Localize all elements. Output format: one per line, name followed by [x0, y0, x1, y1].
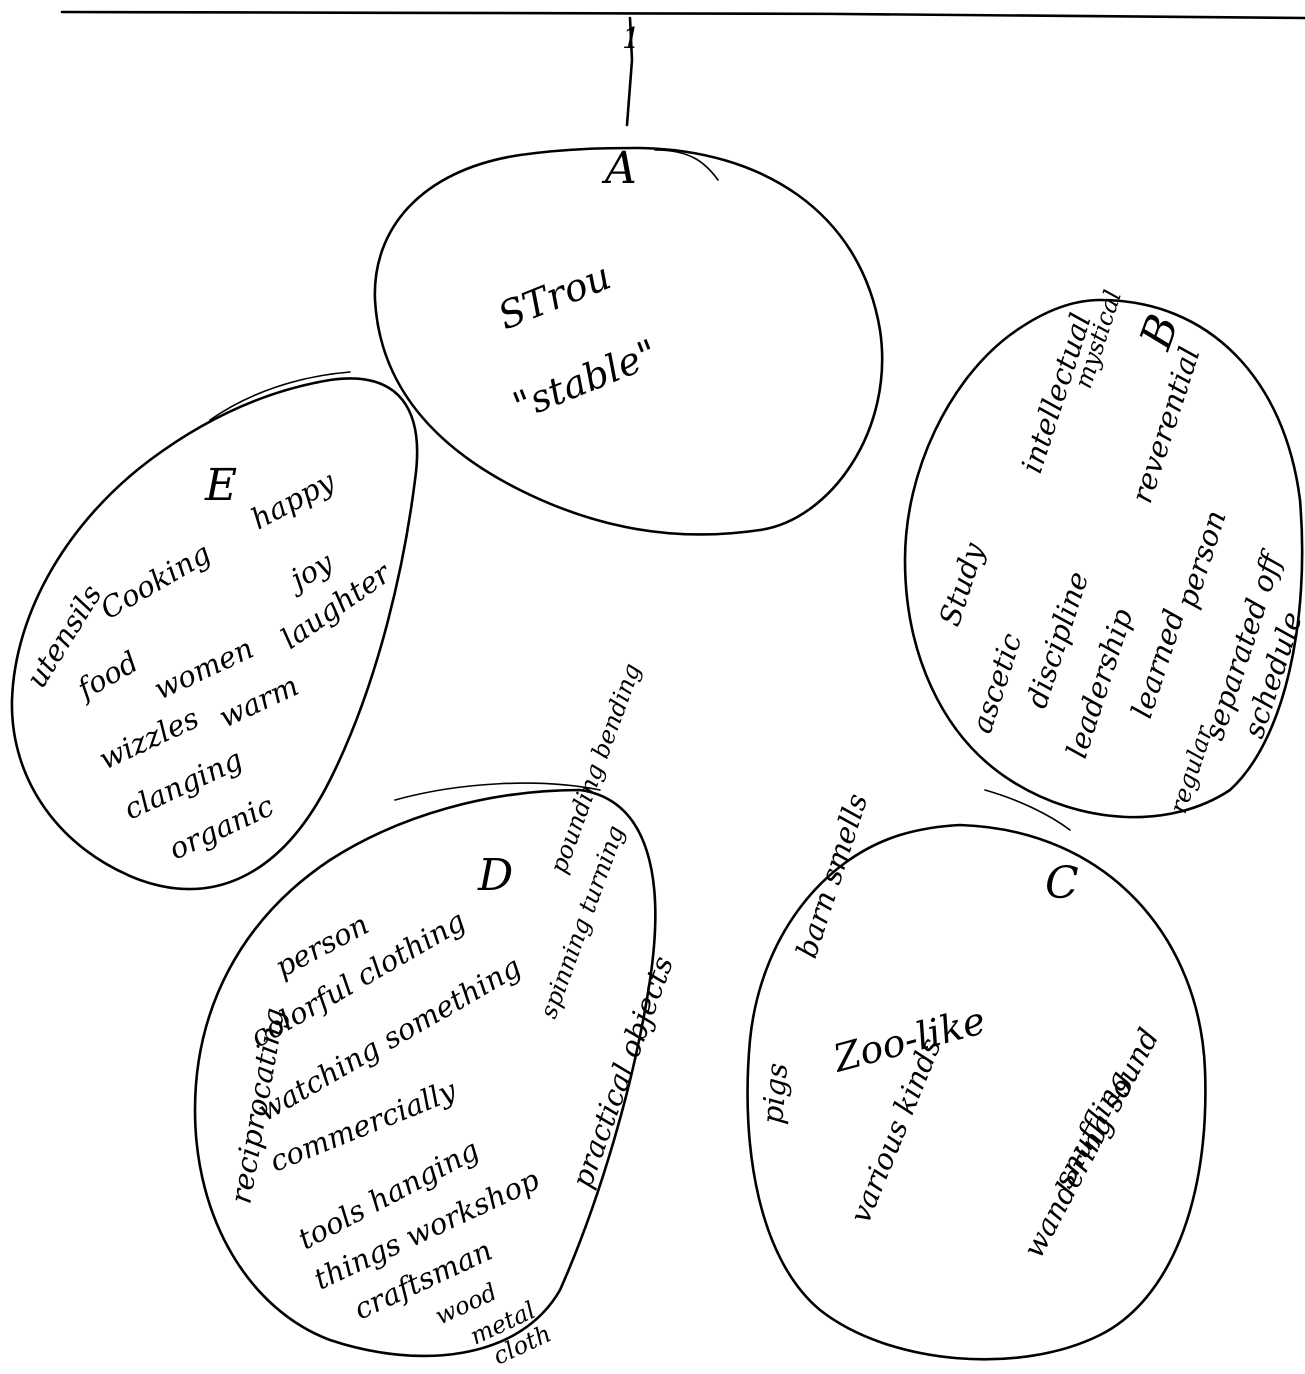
bubble-a-word-2: "stable"	[507, 331, 664, 428]
connector-line	[625, 16, 634, 127]
bubble-a-letter: A	[601, 143, 637, 194]
bubble-c-outline	[746, 823, 1207, 1361]
bubble-a-outline	[373, 146, 884, 536]
bubble-a: A STrou "stable"	[373, 143, 884, 536]
bubble-e-word-9: warm	[214, 668, 304, 734]
bubble-e-word-4: food	[70, 645, 144, 708]
bubble-e-outline	[10, 377, 419, 891]
bubble-c-letter: C	[1045, 858, 1079, 909]
bubble-b-word-9: person	[1169, 506, 1232, 612]
bubble-d: D person colorful clothing watching some…	[193, 660, 680, 1370]
bubble-c-word-3: pigs	[755, 1062, 794, 1126]
bubble-d-letter: D	[477, 850, 513, 901]
bubble-e-letter: E	[204, 460, 237, 511]
bubble-b-outline	[903, 298, 1304, 819]
top-line	[60, 10, 1305, 20]
bubble-b-word-6: reverential	[1124, 343, 1206, 507]
top-line-number: 1	[622, 21, 640, 55]
bubble-e-word-2: Cooking	[95, 536, 217, 626]
bubble-e: E utensils Cooking happy food joy women …	[10, 371, 419, 891]
bubble-a-word-1: STrou	[492, 254, 617, 339]
bubble-b-word-1: Study	[932, 538, 991, 630]
bubble-b-word-4: ascetic	[964, 629, 1028, 737]
bubble-c-word-1: barn smells	[789, 789, 874, 962]
bubble-d-outline	[193, 788, 657, 1358]
bubble-b: B Study intellectual mystical ascetic di…	[903, 287, 1305, 819]
bubble-d-word-6: spinning turning	[534, 822, 630, 1022]
bubble-c: C barn smells Zoo-like pigs various kind…	[746, 789, 1207, 1361]
bubble-d-word-8: practical objects	[565, 952, 680, 1193]
bubble-e-word-3: happy	[245, 464, 341, 536]
